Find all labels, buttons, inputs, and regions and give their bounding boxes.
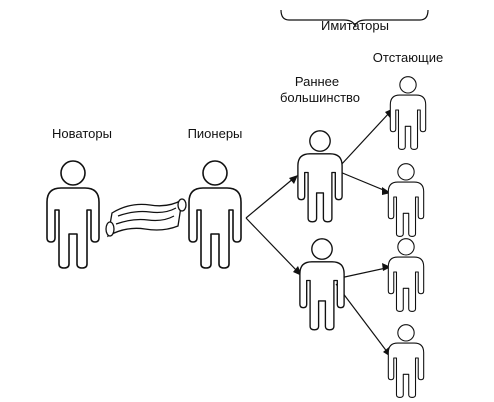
person-pioneer xyxy=(188,160,242,269)
person-head xyxy=(311,238,333,260)
arrow-early-top-to-laggard-2 xyxy=(339,171,387,192)
laggards-label: Отстающие xyxy=(373,50,443,65)
person-laggard-4 xyxy=(387,324,425,398)
imitators-brace xyxy=(280,9,429,28)
person-body xyxy=(387,181,425,237)
arrow-pioneer-to-early-top xyxy=(245,177,295,219)
person-head xyxy=(397,324,415,342)
person-laggard-1 xyxy=(389,76,427,150)
person-body xyxy=(297,153,343,223)
people xyxy=(46,76,427,398)
person-body xyxy=(188,187,242,269)
person-head xyxy=(60,160,86,186)
arrow-early-top-to-laggard-1 xyxy=(339,111,391,167)
person-laggard-3 xyxy=(387,238,425,312)
scroll-icon xyxy=(105,198,187,238)
person-body xyxy=(299,261,345,331)
person-early-majority-top xyxy=(297,130,343,223)
person-head xyxy=(397,163,415,181)
person-head xyxy=(399,76,417,94)
arrow-early-bottom-to-laggard-3 xyxy=(339,267,387,279)
innovators-label: Новаторы xyxy=(52,126,112,141)
early-majority-label-line1: Раннее xyxy=(295,74,339,89)
arrowhead xyxy=(289,175,298,184)
person-innovator xyxy=(46,160,100,269)
person-laggard-2 xyxy=(387,163,425,237)
arrowhead xyxy=(382,263,391,271)
person-body xyxy=(46,187,100,269)
person-head xyxy=(202,160,228,186)
person-head xyxy=(397,238,415,256)
person-early-majority-bottom xyxy=(299,238,345,331)
person-body xyxy=(387,256,425,312)
person-head xyxy=(309,130,331,152)
pioneers-label: Пионеры xyxy=(188,126,243,141)
person-body xyxy=(387,342,425,398)
early-majority-label-line2: большинство xyxy=(280,90,360,105)
arrow-pioneer-to-early-bottom xyxy=(245,217,299,273)
person-body xyxy=(389,94,427,150)
